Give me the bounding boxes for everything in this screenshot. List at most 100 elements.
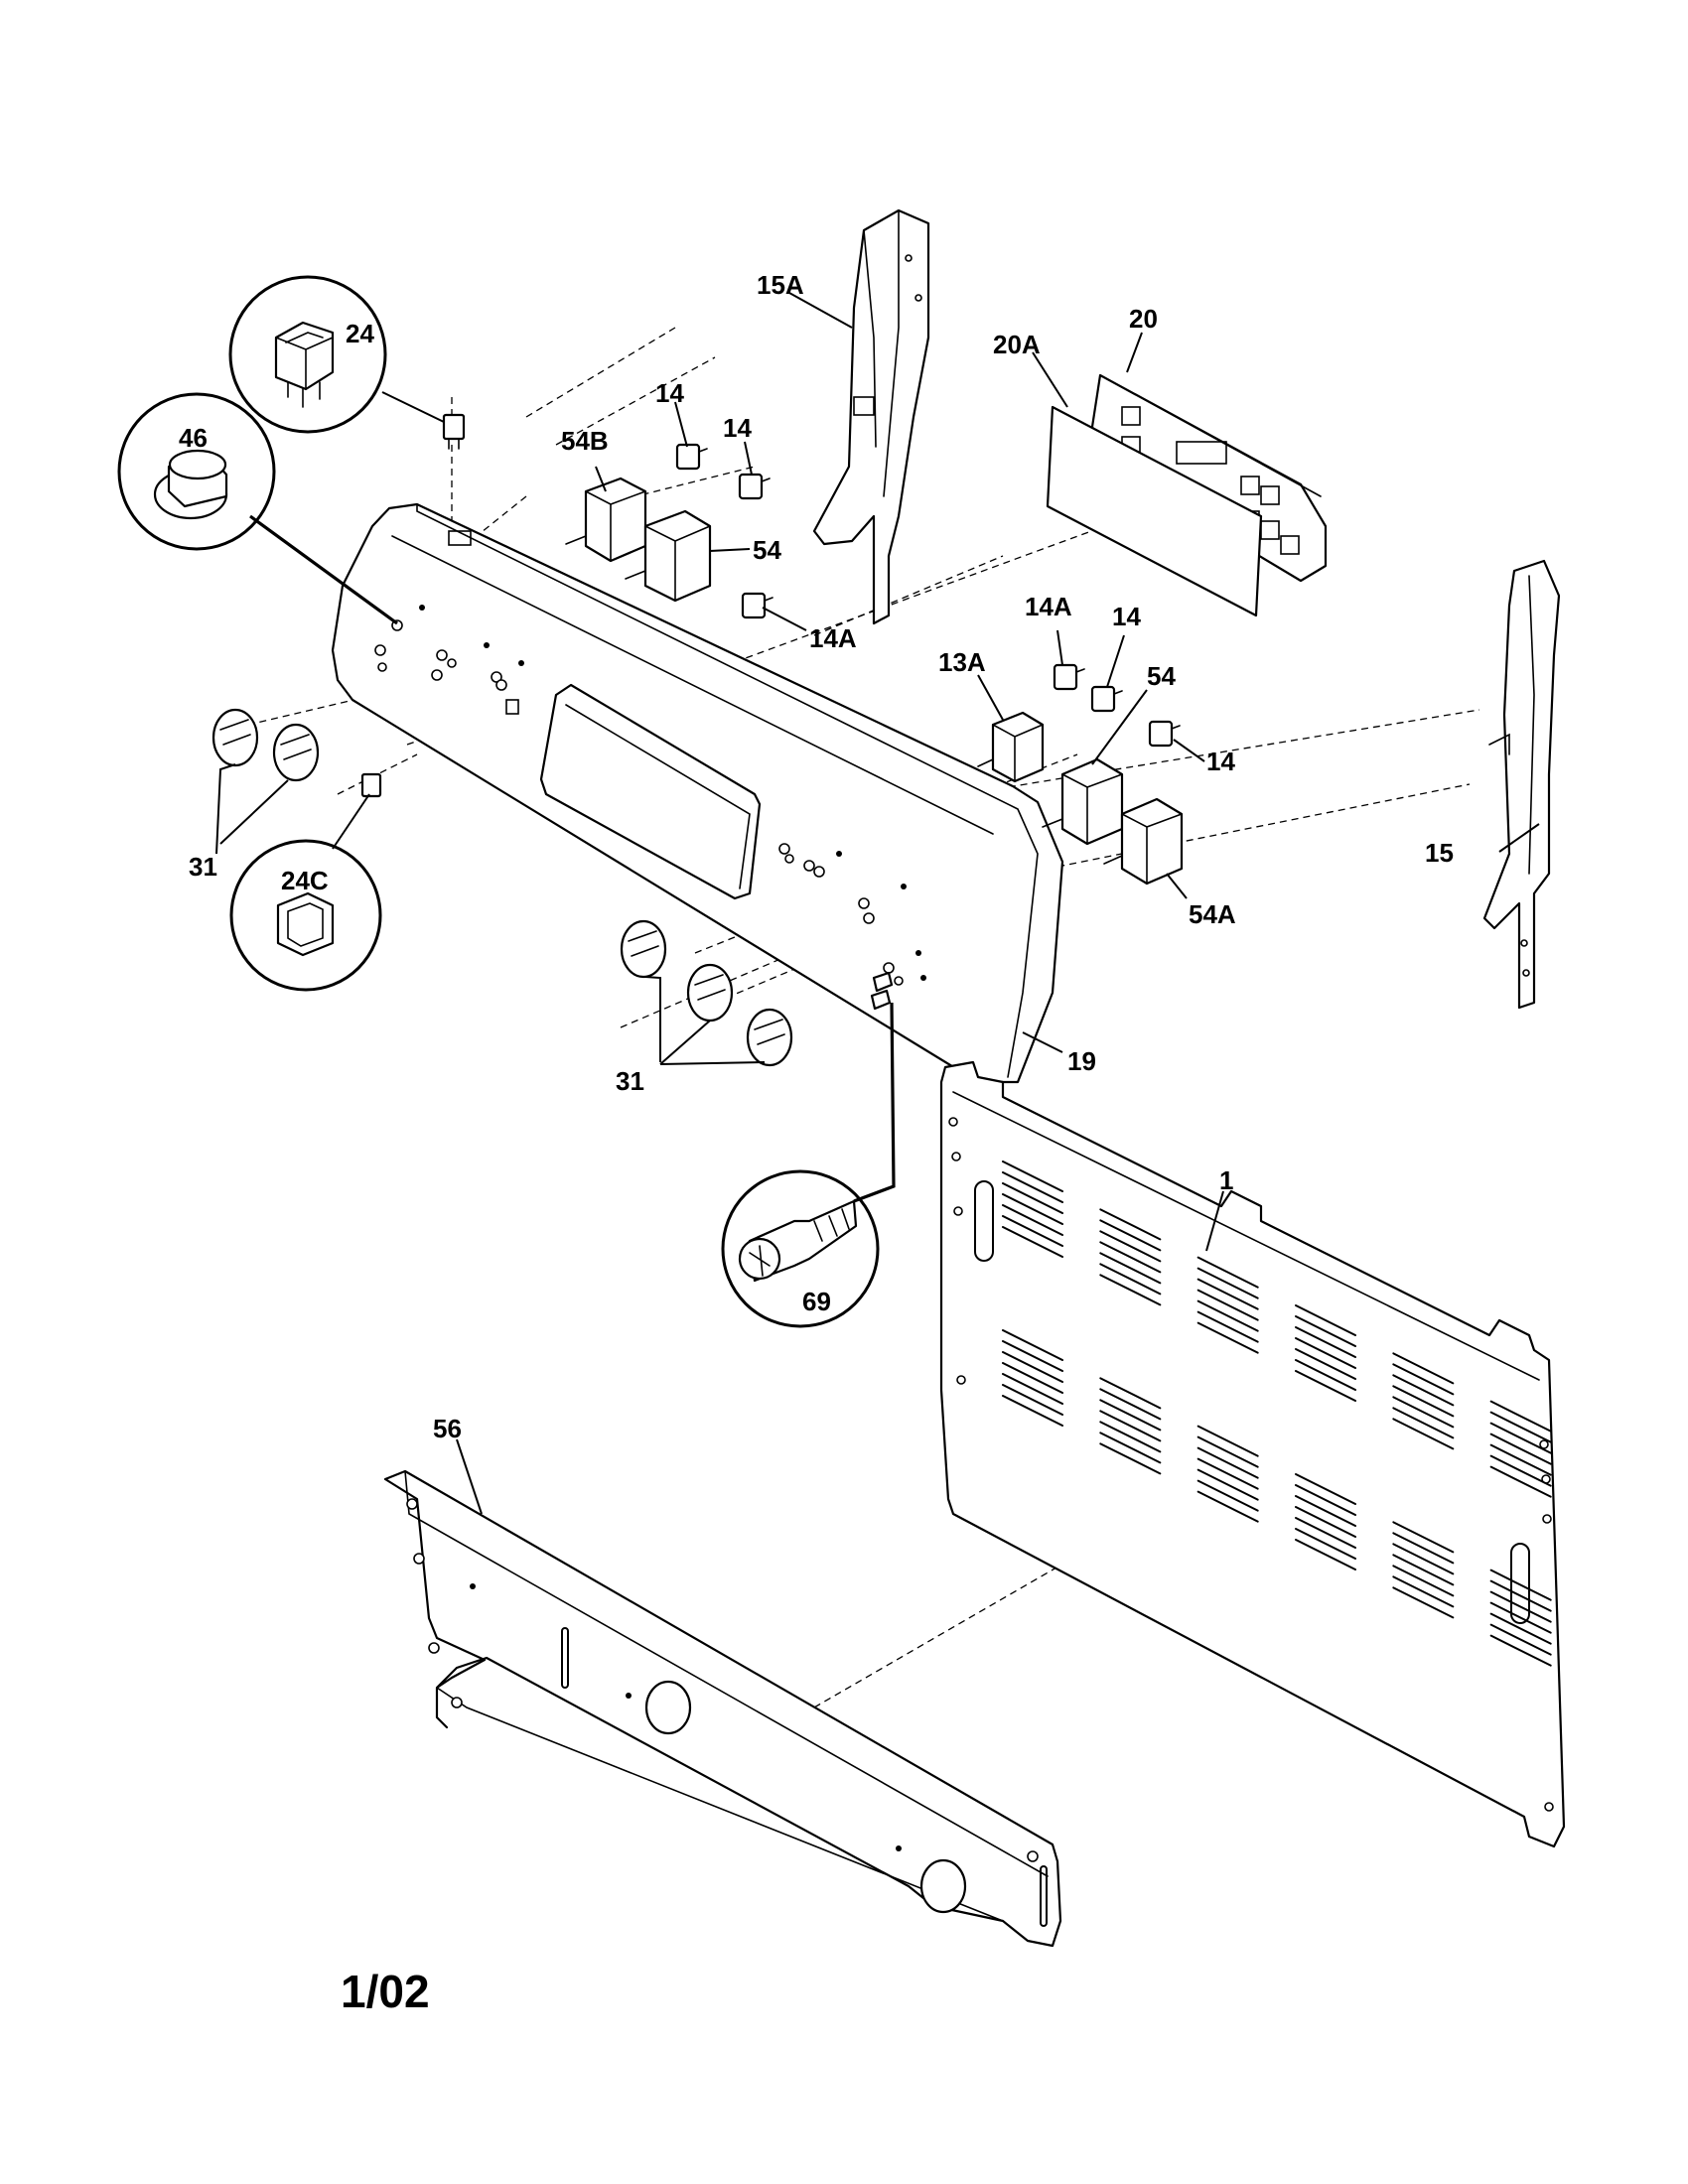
louver-slot [1392, 1352, 1455, 1385]
louver-slot [1392, 1543, 1455, 1575]
label-54a: 54A [1189, 899, 1236, 929]
louver-slot [1295, 1315, 1356, 1347]
louver-slot [1002, 1182, 1063, 1214]
louver-slot [1196, 1479, 1259, 1512]
louver-slot [1099, 1252, 1162, 1285]
louver-slot [1489, 1634, 1552, 1667]
louver-slot [1196, 1299, 1259, 1332]
callout-24c [229, 793, 382, 992]
revision-date: 1/02 [341, 1966, 430, 2017]
infinite-switch-54 [625, 509, 712, 603]
louver-slot [1295, 1495, 1356, 1527]
louver-slot [1002, 1384, 1063, 1416]
louver-slot [1099, 1432, 1162, 1464]
louver-slot [1196, 1289, 1259, 1321]
louver-slot [1489, 1569, 1552, 1601]
louver-slot [1392, 1374, 1455, 1407]
louver-slot [1295, 1539, 1356, 1570]
louver-slot [1099, 1263, 1162, 1296]
leader-lines [215, 292, 1540, 1515]
louver-slot [1002, 1160, 1063, 1192]
louver-slot [1099, 1399, 1162, 1432]
label-14a-right: 14A [1025, 592, 1072, 621]
louver-slot [1392, 1418, 1455, 1450]
callout-69 [721, 1002, 896, 1328]
side-bracket-15a [812, 208, 930, 625]
louver-slot [1392, 1521, 1455, 1554]
louver-slot [1002, 1215, 1063, 1247]
louver-slot [1489, 1454, 1552, 1487]
knob-31-left-2 [272, 723, 320, 782]
louver-slot [1099, 1377, 1162, 1410]
louver-slot [1196, 1278, 1259, 1310]
side-bracket-15 [1482, 559, 1561, 1010]
callout-24 [228, 275, 445, 434]
label-54-right: 54 [1147, 661, 1176, 691]
label-14a-upper: 14A [809, 623, 857, 653]
louver-slot [1392, 1396, 1455, 1429]
louver-slot [1295, 1484, 1356, 1516]
louver-slot [1196, 1490, 1259, 1523]
louver-slot [1002, 1351, 1063, 1383]
louver-slot [1002, 1226, 1063, 1258]
louver-slot [1002, 1193, 1063, 1225]
indicator-14-right [1090, 685, 1123, 713]
louver-slot [1196, 1457, 1259, 1490]
label-56: 56 [433, 1414, 462, 1443]
louver-slot [1489, 1579, 1552, 1612]
label-46: 46 [179, 423, 208, 453]
indicator-14-b [738, 473, 771, 500]
infinite-switch-54a [1103, 797, 1184, 886]
louver-slot [1489, 1590, 1552, 1623]
switch-24c-part [360, 772, 382, 798]
indicator-14a-right [1053, 663, 1085, 691]
louver-slot [1099, 1421, 1162, 1453]
louver-slot [1295, 1370, 1356, 1402]
rear-panel-1 [939, 1060, 1566, 1848]
louver-slot [1099, 1388, 1162, 1421]
indicator-14-a [675, 443, 708, 471]
louver-slot [1489, 1443, 1552, 1476]
louver-slot [1392, 1532, 1455, 1565]
knob-31-left-1 [211, 708, 259, 767]
louver-slot [1295, 1326, 1356, 1358]
louver-slot [1489, 1422, 1552, 1454]
louver-slot [1392, 1586, 1455, 1619]
louver-slot [1489, 1601, 1552, 1634]
label-20: 20 [1129, 304, 1158, 334]
label-20a: 20A [993, 330, 1041, 359]
louver-slot [1392, 1575, 1455, 1608]
louver-slot [1196, 1446, 1259, 1479]
label-15: 15 [1425, 838, 1454, 868]
knob-31-bottom-3 [746, 1008, 793, 1067]
louver-slot [1295, 1304, 1356, 1336]
callout-46 [117, 392, 398, 625]
louver-slot [1196, 1321, 1259, 1354]
louver-slot [1196, 1310, 1259, 1343]
louver-slot [1099, 1241, 1162, 1274]
louver-slot [1002, 1171, 1063, 1203]
label-1: 1 [1219, 1165, 1233, 1195]
louver-slot [1392, 1385, 1455, 1418]
louver-slot [1489, 1623, 1552, 1656]
louver-slot [1295, 1337, 1356, 1369]
louver-slot [1295, 1517, 1356, 1549]
louver-slot [1392, 1554, 1455, 1586]
label-31-bottom: 31 [616, 1066, 644, 1096]
louver-slot [1295, 1473, 1356, 1505]
label-14-far: 14 [1206, 747, 1235, 776]
label-14-right: 14 [1112, 602, 1141, 631]
louver-slot [1392, 1363, 1455, 1396]
label-54: 54 [753, 535, 781, 565]
knob-31-bottom-1 [620, 919, 667, 979]
label-24c: 24C [281, 866, 329, 895]
louver-slot [1295, 1506, 1356, 1538]
louver-slot [1489, 1400, 1552, 1433]
louver-slot [1489, 1433, 1552, 1465]
louver-slots [1002, 1160, 1552, 1667]
label-13a: 13A [938, 647, 986, 677]
switch-13a [977, 711, 1045, 783]
louver-slot [1196, 1267, 1259, 1299]
louver-slot [1002, 1204, 1063, 1236]
infinite-switch-54-right [1042, 757, 1124, 846]
